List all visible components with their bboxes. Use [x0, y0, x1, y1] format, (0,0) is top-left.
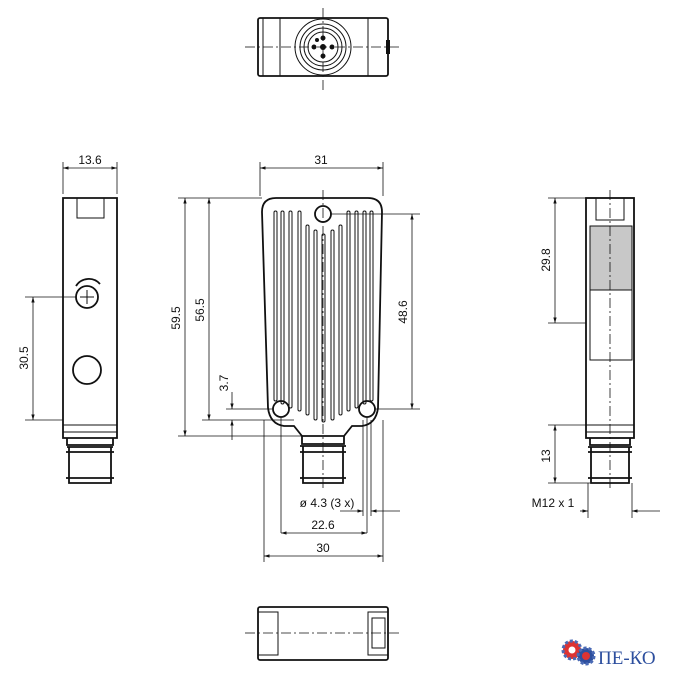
dim-base-width: 30: [316, 541, 330, 555]
company-logo: ПЕ-КО: [561, 639, 656, 669]
top-view: [245, 8, 402, 90]
dim-width-front: 31: [314, 153, 328, 167]
dim-total-height: 59.5: [169, 306, 183, 330]
front-view: 31 59.5 56.5 48.6 3.7 ø 4.3 (3 x) 22.6 3…: [169, 153, 420, 562]
side-view-left: 13.6 30.5: [17, 153, 118, 484]
gear-icon: [561, 639, 596, 666]
logo-text: ПЕ-КО: [598, 648, 656, 669]
dim-hole-spacing-horizontal: 22.6: [311, 518, 335, 532]
dim-body-height: 56.5: [193, 298, 207, 322]
dim-connector-height: 13: [539, 449, 553, 463]
optical-window: [589, 225, 633, 291]
dim-adjuster-height: 30.5: [17, 346, 31, 370]
side-view-right: 29.8 13 M12 x 1: [532, 190, 660, 518]
dim-hole-diameter: ø 4.3 (3 x): [300, 496, 355, 510]
dim-window-height: 29.8: [539, 248, 553, 272]
dim-width-side: 13.6: [78, 153, 102, 167]
led-window: [72, 355, 102, 385]
dim-thread: M12 x 1: [532, 496, 575, 510]
dim-hole-spacing-vertical: 48.6: [396, 300, 410, 324]
bottom-view: [245, 606, 402, 661]
dim-hole-offset: 3.7: [217, 374, 231, 391]
mounting-hole: [358, 400, 376, 418]
